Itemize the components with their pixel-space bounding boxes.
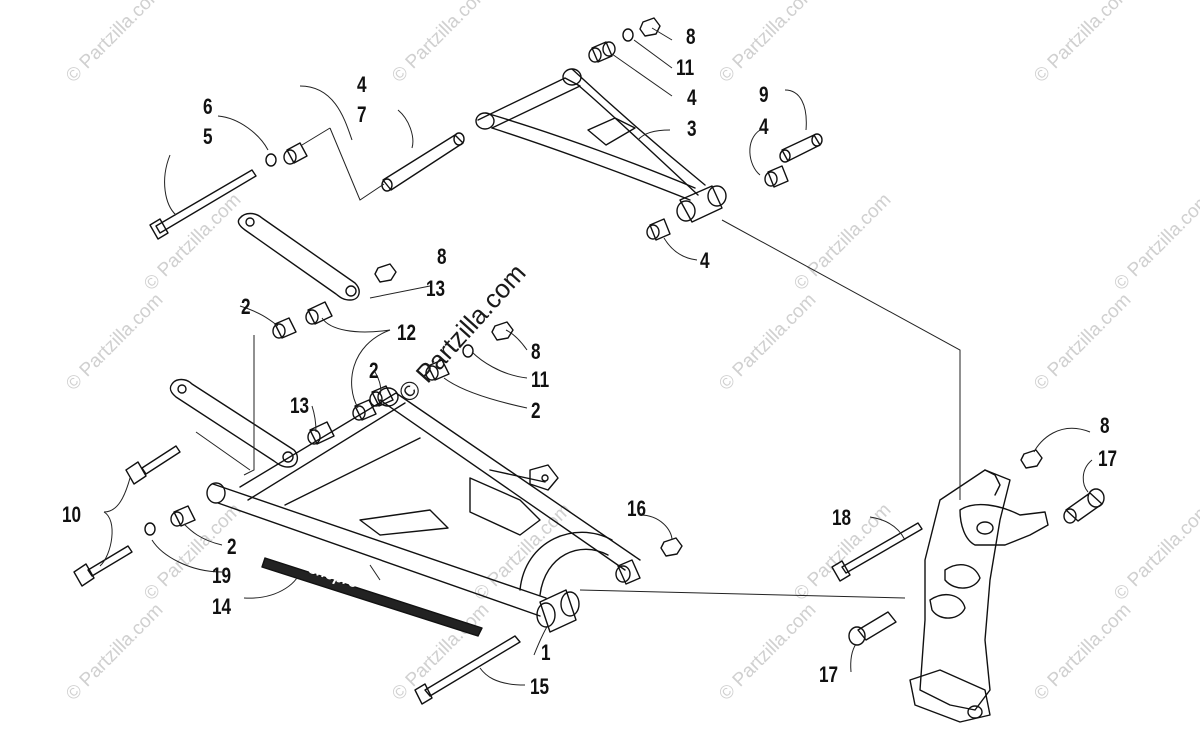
callout-14: 14 (212, 594, 232, 619)
callout-18: 18 (832, 505, 852, 530)
leader-lines (99, 27, 1093, 686)
upper-link-plate (237, 212, 360, 301)
callout-4: 4 (687, 85, 697, 110)
callout-13: 13 (290, 393, 310, 418)
callout-4: 4 (759, 114, 769, 139)
callout-3: 3 (687, 116, 697, 141)
upper-a-arm (475, 17, 823, 241)
callout-12: 12 (397, 320, 417, 345)
callout-11: 11 (531, 367, 550, 392)
callout-2: 2 (227, 534, 237, 559)
callout-9: 9 (759, 82, 769, 107)
callout-17: 17 (1098, 446, 1118, 471)
upper-pivot-shaft (381, 132, 465, 192)
callout-5: 5 (203, 124, 213, 149)
callout-16: 16 (627, 496, 647, 521)
lower-link-plate (169, 378, 299, 468)
upper-bolt-assembly (149, 142, 308, 240)
spindle (909, 469, 1049, 723)
callout-8: 8 (531, 339, 541, 364)
callout-17: 17 (819, 662, 839, 687)
callout-2: 2 (241, 294, 251, 319)
lower-front-bolt (414, 635, 521, 705)
callout-8: 8 (686, 24, 696, 49)
callout-4: 4 (700, 248, 710, 273)
callout-11: 11 (676, 55, 695, 80)
lower-bolt-assembly (73, 445, 196, 587)
callout-6: 6 (203, 94, 213, 119)
callout-15: 15 (530, 674, 550, 699)
callout-13: 13 (426, 276, 446, 301)
snopro-decal (261, 557, 483, 637)
callout-7: 7 (357, 102, 367, 127)
callout-10: 10 (62, 502, 82, 527)
callout-2: 2 (369, 358, 379, 383)
lower-a-arm (206, 387, 641, 633)
callout-8: 8 (437, 244, 447, 269)
callout-2: 2 (531, 398, 541, 423)
callout-8: 8 (1100, 413, 1110, 438)
callout-1: 1 (541, 640, 551, 665)
callout-19: 19 (212, 563, 232, 588)
callout-4: 4 (357, 72, 367, 97)
